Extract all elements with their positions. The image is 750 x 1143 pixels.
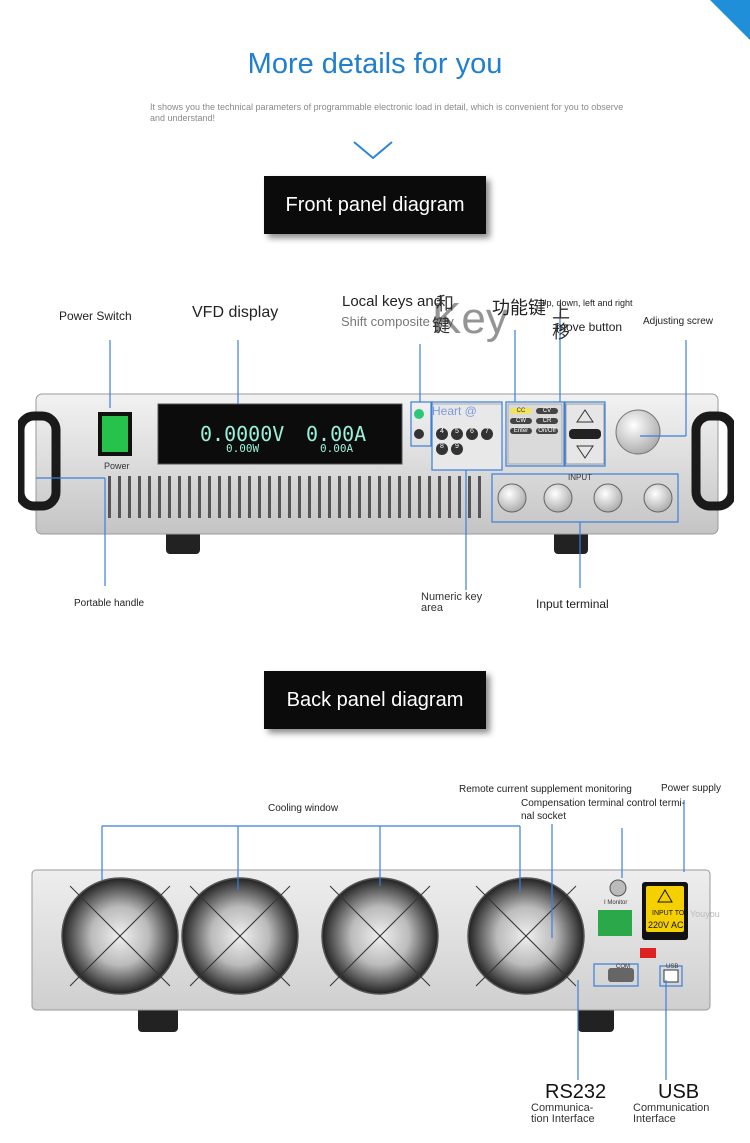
label-usb: USB (658, 1081, 700, 1103)
key-cr: CR (536, 418, 558, 424)
key-7: 7 (481, 428, 493, 440)
vfd-voltage: 0.0000V (200, 422, 285, 446)
label-power-switch: Power Switch (59, 309, 132, 323)
cn-he: 和 (436, 294, 454, 314)
back-callout-lines (101, 800, 685, 1080)
label-numeric-key-1: Numeric key (421, 591, 483, 603)
label-up-down: Up, down, left and right (540, 298, 633, 308)
cn-jian: 键 (432, 316, 450, 336)
label-vfd-display: VFD display (192, 304, 279, 321)
label-compensation-1: Compensation terminal control termi- (521, 798, 685, 809)
page-title: More details for you (247, 48, 503, 80)
com-label: COM (616, 964, 630, 970)
vfd-sub-right: 0.00A (320, 442, 354, 455)
label-rs232-sub-1: Communica- (531, 1102, 594, 1114)
page-subtitle: It shows you the technical parameters of… (150, 102, 624, 123)
cn-yi: 移 (552, 322, 570, 342)
back-panel-title: Back panel diagram (264, 671, 486, 729)
key-8: 8 (436, 443, 448, 455)
warning-line2: 220V AC (648, 920, 684, 930)
vfd-sub-left: 0.00W (226, 442, 260, 455)
monitor-label: I Monitor (604, 900, 628, 906)
label-local-keys-2: Shift composite key (341, 314, 454, 329)
label-move-button: move button (556, 320, 623, 334)
watermark-heart: Heart @ (432, 404, 477, 418)
warning-line1: INPUT TO (652, 910, 685, 917)
label-rs232: RS232 (545, 1081, 607, 1103)
corner-decoration (710, 0, 750, 40)
key-onoff: On/Off (536, 428, 558, 434)
key-4: 4 (436, 428, 448, 440)
chevron-down-icon (352, 138, 394, 162)
label-local-keys-1: Local keys and (342, 293, 443, 310)
cn-shang: 上 (552, 302, 570, 322)
label-portable-handle: Portable handle (74, 598, 145, 609)
back-panel-device (30, 868, 720, 1038)
label-rs232-sub-2: tion Interface (531, 1113, 595, 1125)
key-cv: CV (536, 408, 558, 414)
front-callout-lines (36, 312, 687, 590)
key-5: 5 (451, 428, 463, 440)
watermark-youyou: Youyou (690, 909, 720, 919)
key-cc: CC (510, 408, 532, 414)
label-adjusting-screw: Adjusting screw (643, 316, 714, 327)
key-6: 6 (466, 428, 478, 440)
label-usb-sub-2: Interface (633, 1113, 676, 1125)
power-text: Power (104, 461, 130, 471)
label-input-terminal: Input terminal (536, 597, 609, 611)
watermark-key: Key (432, 294, 508, 343)
key-enter: Enter (510, 428, 532, 434)
input-label: INPUT (568, 473, 592, 482)
key-cw: CW (510, 418, 532, 424)
usb-label: USB (666, 964, 679, 970)
label-numeric-key-2: area (421, 602, 444, 614)
label-function-keys: 功能键 (492, 298, 546, 318)
front-panel-title: Front panel diagram (264, 176, 486, 234)
label-usb-sub-1: Communication (633, 1102, 710, 1114)
vfd-current: 0.00A (306, 422, 367, 446)
numeric-key-grid: 4 5 6 7 8 9 (436, 428, 500, 455)
label-power-supply: Power supply (661, 783, 722, 794)
label-cooling-window: Cooling window (268, 803, 339, 814)
key-9: 9 (451, 443, 463, 455)
label-compensation-2: nal socket (521, 811, 567, 822)
function-key-grid: CC CV CW CR Enter On/Off (510, 408, 560, 434)
label-remote-monitoring: Remote current supplement monitoring (459, 784, 632, 795)
